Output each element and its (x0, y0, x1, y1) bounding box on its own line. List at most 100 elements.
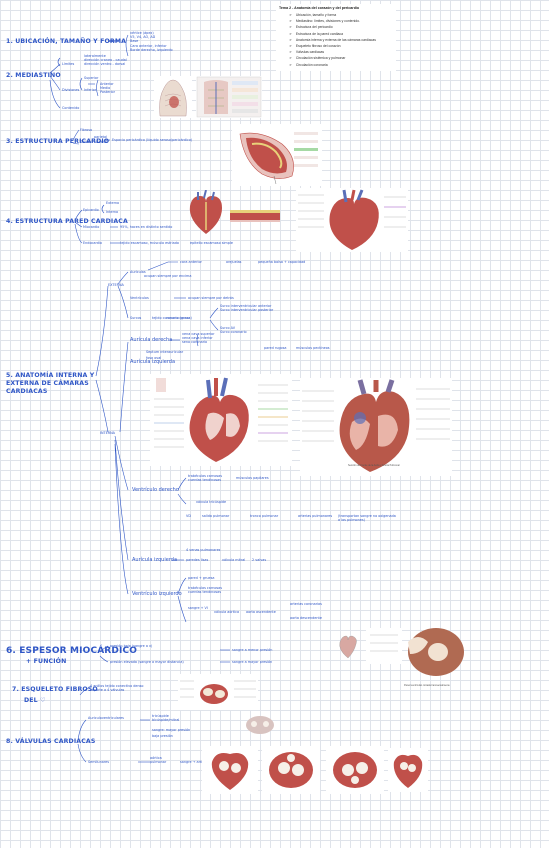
pectinate-muscles: músculos pectíneos (296, 346, 330, 350)
left-atrium-label-top: Aurícula izquierda (130, 359, 176, 365)
lv-thick-wall: pared + gruesa (188, 576, 215, 580)
rough-wall: pared rugosa (264, 346, 287, 350)
fibrous-skeleton-diagram (178, 674, 258, 710)
pulmonary-veins: 4 venas pulmonares (186, 548, 221, 552)
pericardial-space-note: Espacio pericárdico (líquido seroso/peri… (112, 138, 193, 142)
auricles-note: pequeña bolsa + capacidad (258, 260, 306, 264)
fibrous-skeleton-notes: 4 anillos tejido conectivo denso soporte… (90, 684, 144, 693)
pericardium-serous: Seroso (80, 140, 92, 144)
auricles-label: orejuelas (226, 260, 242, 264)
outline-item: Ubicación, tamaño y forma (289, 13, 393, 17)
atria-pressure-note: presión baja (sangre a v) (110, 644, 153, 648)
semilunar-label: Semilunares (88, 760, 109, 764)
wall-layers-diagram (230, 206, 280, 226)
section-7-title: 7. ESQUELETO FIBROSO (12, 686, 98, 693)
right-atrium-notes: vena cava superior vena cava inferior se… (182, 332, 215, 345)
outline-item: Esqueleto fibroso del corazón (289, 44, 393, 48)
division-inferior: Inferior (84, 88, 97, 92)
section-2-title: 2. MEDIASTINO (6, 72, 61, 79)
lv-notes: trabéculas carnosas cuerdas tendinosas (188, 586, 223, 595)
division-superior: Superior (84, 76, 99, 80)
valve-diagram-4 (388, 748, 428, 792)
tricuspid-valve: válvula tricúspide (196, 500, 227, 504)
coronary-arteries: arterias coronarias (290, 602, 322, 606)
topics-outline: Tema 2 - Anatomía del corazón y del peri… (276, 4, 396, 71)
left-atrium-label: Aurícula izquierda (132, 557, 178, 563)
papillary-muscles: músculos papilares (236, 476, 269, 480)
outline-item: Anatomía interna y externa de las cámara… (289, 38, 393, 42)
pericardium-diagram (232, 124, 322, 186)
oval-fossa: fosa oval (146, 356, 162, 360)
atria-label: Aurículas (130, 270, 146, 274)
left-ventricle-label: Ventrículo izquierdo (132, 591, 182, 597)
heart-cutaway-diagram (296, 188, 408, 252)
ventricles-label: Ventrículos (130, 296, 149, 300)
ascending-aorta: aorta ascendente (246, 610, 276, 614)
right-ventricle-notes: trabéculas carnosas cuerdas tendinosas (188, 474, 223, 483)
figure-caption: Sección de Frente de la Aorta y Arteria … (348, 464, 400, 467)
rv-outflow-label: VD (186, 514, 191, 518)
torso-illustration (154, 76, 192, 118)
endocardium-label: Endocardio (83, 241, 102, 245)
external-label: EXTERNA (108, 283, 124, 287)
myocardium-note: 95%, haces en distinto sentido (120, 225, 173, 229)
lv-pressure-note: sangre a mayor presión (232, 660, 273, 664)
av-valves-label: Auriculoventriculares (88, 716, 124, 720)
limits-notes: lateralmente dirección craneo - caudal d… (84, 54, 127, 67)
semilunar-flow: sangre → arterias (180, 760, 210, 764)
pulmonary-trunk: tronco pulmonar (250, 514, 279, 518)
parietal-label: parietal (94, 135, 108, 139)
ventricles-pressure-note: presión elevada (sangre a mayor distanci… (110, 660, 184, 664)
valve-diagram-1 (202, 746, 258, 794)
heart-section-photo: Sección de Frente de la Aorta y Arteria … (300, 378, 452, 476)
sulci-note: tejido coronario (grasa) (152, 316, 192, 320)
section-4-title: 4. ESTRUCTURA PARED CARDIACA (6, 218, 128, 225)
pulmonary-arteries: arterias pulmonares (298, 514, 333, 518)
two-cusps: 2 valvas (252, 558, 267, 562)
av-valves-notes: tricúspide bicúspide/mitral (152, 714, 180, 723)
right-atrium-label: Aurícula derecha (130, 337, 173, 343)
mitral-valve: válvula mitral (222, 558, 246, 562)
internal-label: INTERNA (100, 431, 115, 435)
divisions-label: Divisiones (62, 88, 80, 92)
smooth-walls: paredes lisas (186, 558, 209, 562)
anterior-face-label: cara anterior (180, 260, 202, 264)
pulmonary-note: (transportan sangre no oxigenada a los p… (338, 514, 396, 523)
pulmonary-outflow: salida pulmonar (202, 514, 230, 518)
section-1-notes: vértice (ápex) V5, V4, AO, AD Base Cara … (130, 31, 173, 52)
myocardium-label: Miocardio (83, 225, 100, 229)
valve-diagram-2 (262, 746, 320, 794)
section-8-title: 8. VÁLVULAS CARDIACAS (6, 738, 96, 745)
valve-diagram-small (240, 712, 280, 738)
outline-title: Tema 2 - Anatomía del corazón y del peri… (279, 6, 360, 10)
aortic-valve: válvula aórtica (214, 610, 240, 614)
outline-item: Mediastino: límites, divisiones y conten… (289, 19, 393, 23)
inferior-parts: Anterior Medio Posterior (100, 82, 115, 95)
section-1-title: 1. UBICACIÓN, TAMAÑO Y FORMA (6, 38, 127, 45)
right-ventricle-label: Ventrículo derecho (132, 487, 179, 493)
content-label: Contenido (62, 106, 80, 110)
epicardium-external: Externo (106, 201, 120, 205)
heart-interior-diagram (150, 374, 292, 466)
valve-diagram-3 (326, 746, 384, 794)
atria-note: ocupan siempre por encima (144, 274, 192, 278)
semilunar-notes: aórtica pulmonar (150, 756, 167, 765)
visceral-label: visceral (94, 140, 108, 144)
endocardium-note-2: epitelio escamoso simple (190, 241, 233, 245)
outline-item: Estructura de la pared cardiaca (289, 32, 393, 36)
heart-wall-illustration (184, 190, 228, 236)
ventricle-cross-section (400, 624, 466, 682)
epicardium-label: Epicardio (83, 208, 99, 212)
section-6-title: 6. ESPESOR MIOCÁRDICO (6, 646, 138, 656)
section-3-title: 3. ESTRUCTURA PERICARDIO (6, 138, 110, 145)
outline-item: Circulación coronaria (289, 63, 393, 67)
section-6-subtitle: + FUNCIÓN (26, 658, 67, 665)
limits-label: Límites (62, 62, 75, 66)
ventricles-note: ocupan siempre por detrás (188, 296, 234, 300)
av-pressure-low: baja presión (152, 734, 173, 738)
rv-pressure-note: sangre a menor presión (232, 648, 273, 652)
cone-label: cono (109, 39, 118, 43)
section-5-title: 5. ANATOMÍA INTERNA Y EXTERNA DE CÁMARAS… (6, 372, 95, 395)
mediastinum-diagram (196, 76, 262, 118)
outline-item: Válvulas cardiacas (289, 50, 393, 54)
